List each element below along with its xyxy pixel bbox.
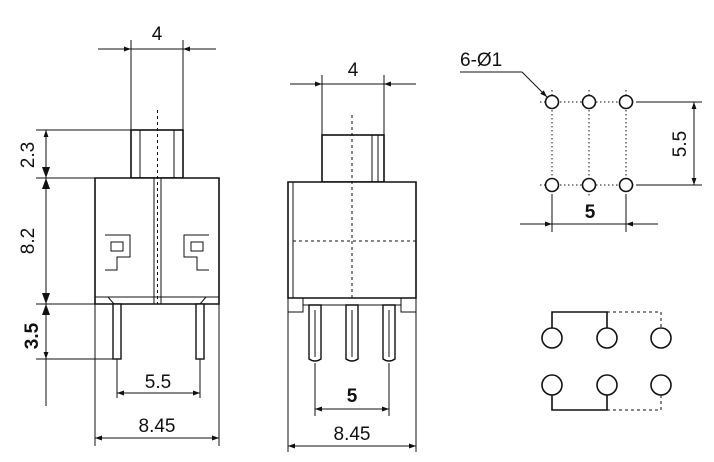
pcb-hole-4 bbox=[544, 177, 560, 193]
front-pin-right bbox=[195, 303, 205, 360]
front-plunger-width-label: 4 bbox=[152, 24, 163, 45]
front-pin-length-label: 3.5 bbox=[22, 322, 43, 349]
front-pin-left bbox=[112, 303, 122, 360]
schematic-contact-2 bbox=[596, 327, 618, 349]
pcb-hole-1 bbox=[544, 94, 560, 110]
front-dimensions: 4 2.3 8.2 3.5 5.5 8.45 bbox=[18, 24, 220, 446]
side-pin-spacing-label: 5 bbox=[347, 386, 358, 407]
front-pin-spacing-label: 5.5 bbox=[145, 372, 171, 393]
pcb-hole-6 bbox=[618, 177, 634, 193]
front-body-height-label: 8.2 bbox=[18, 228, 39, 254]
pcb-row-spacing-label: 5.5 bbox=[670, 131, 691, 157]
side-view bbox=[287, 115, 417, 362]
schematic-contact-5 bbox=[596, 374, 618, 396]
schematic-contact-6 bbox=[650, 374, 672, 396]
pcb-hole-3 bbox=[618, 94, 634, 110]
pcb-layout: 6-Ø1 5.5 5 bbox=[460, 50, 702, 232]
schematic-contact-1 bbox=[541, 327, 563, 349]
side-overall-width-label: 8.45 bbox=[334, 424, 371, 445]
schematic-contact-4 bbox=[541, 374, 563, 396]
side-plunger bbox=[321, 134, 385, 183]
pcb-hole-5 bbox=[581, 177, 597, 193]
pcb-column-spacing-label: 5 bbox=[585, 202, 596, 223]
pcb-hole-2 bbox=[581, 94, 597, 110]
front-overall-width-label: 8.45 bbox=[139, 416, 176, 437]
front-plunger-height-label: 2.3 bbox=[18, 142, 39, 168]
switch-schematic bbox=[541, 311, 672, 411]
front-view bbox=[94, 110, 220, 360]
side-dimensions: 4 5 8.45 bbox=[287, 60, 417, 452]
schematic-contact-3 bbox=[650, 327, 672, 349]
side-plunger-width-label: 4 bbox=[348, 60, 359, 81]
pcb-hole-callout: 6-Ø1 bbox=[460, 50, 502, 71]
